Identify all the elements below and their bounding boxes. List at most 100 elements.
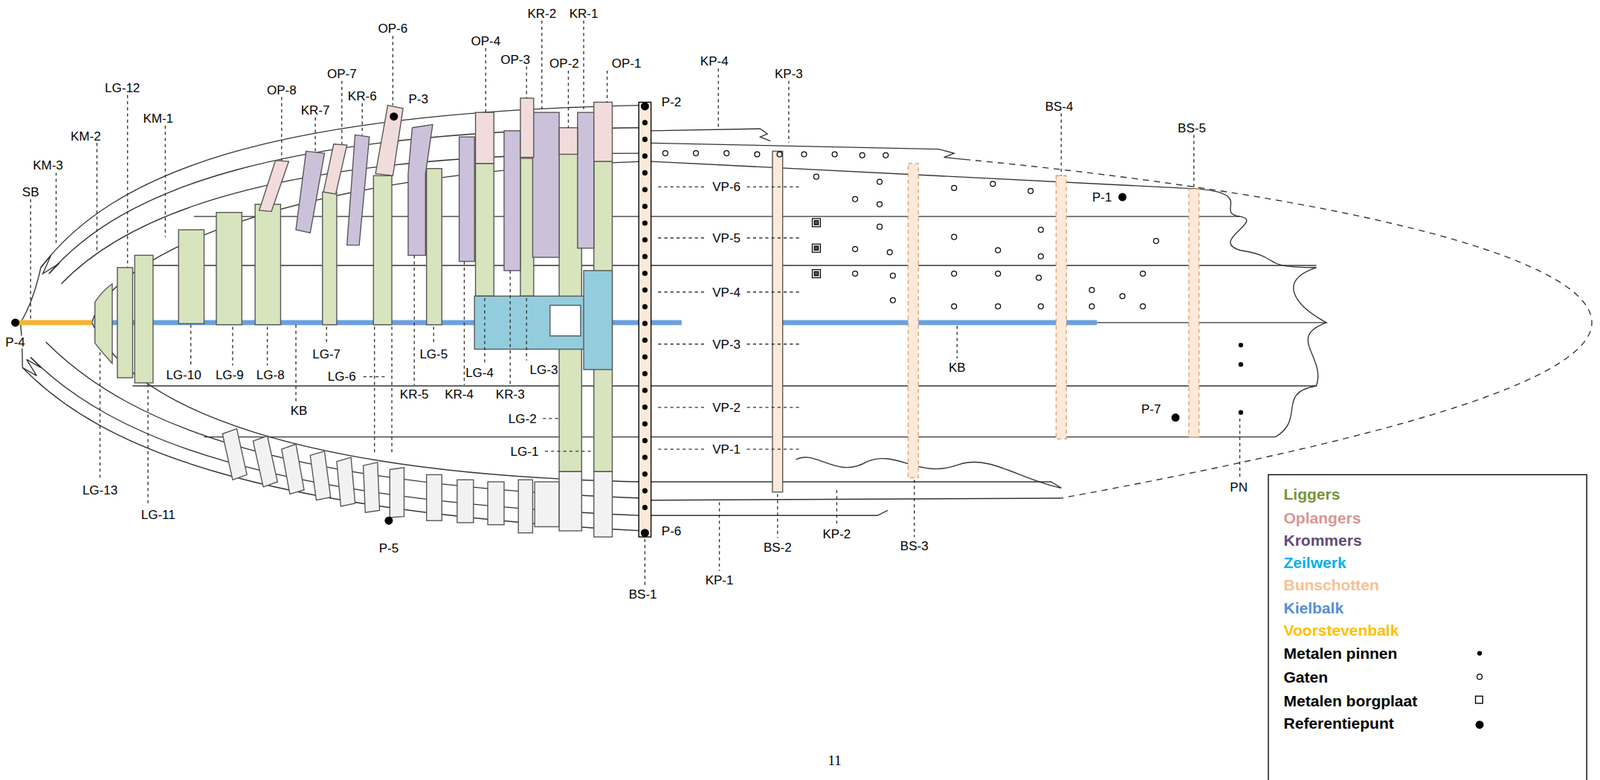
ligger-frame: [95, 284, 113, 364]
hole: [990, 181, 996, 187]
metal-pin: [1238, 342, 1244, 415]
metal-pin: [642, 471, 648, 477]
hole: [831, 151, 838, 157]
part-label: OP-3: [499, 52, 531, 66]
reference-point: [389, 112, 398, 121]
part-label: P-2: [660, 95, 682, 109]
locking-plate: [811, 218, 821, 227]
hole: [1140, 304, 1146, 310]
zeilwerk-part: [474, 270, 612, 370]
part-label: VP-5: [711, 231, 742, 244]
metal-pin: [642, 353, 648, 360]
part-label: BS-1: [628, 587, 658, 600]
locking-plate: [814, 246, 818, 250]
metal-pin: [1238, 410, 1244, 415]
page-number: 11: [827, 753, 843, 768]
reference-point: [640, 528, 650, 537]
part-label: VP-2: [711, 400, 742, 414]
part-label: LG-3: [529, 362, 560, 376]
legend-entry: Metalen borgplaat: [1284, 692, 1418, 708]
metal-pin: [642, 337, 648, 343]
zeilwerk-part: [474, 295, 585, 349]
ligger-frame: [178, 229, 204, 324]
legend-symbol: [1475, 695, 1484, 704]
part-label: LG-2: [507, 411, 538, 425]
reference-point: [11, 101, 1180, 537]
part-label: LG-6: [327, 370, 357, 383]
hull-line: [651, 385, 1317, 386]
metal-pin: [642, 455, 648, 461]
hole: [1037, 253, 1044, 259]
part-label: LG-12: [104, 81, 141, 95]
metal-pin: [642, 237, 648, 243]
legend-text: Metalen pinnen: [1284, 644, 1398, 662]
legend-swatch: Oplangers: [1284, 508, 1362, 526]
part-label: BS-5: [1176, 121, 1207, 134]
zeilwerk-opening: [550, 305, 581, 337]
part-label: BS-3: [899, 539, 930, 553]
metal-pin: [642, 286, 648, 293]
bunschot: [638, 101, 651, 537]
hull-line: [651, 264, 1317, 266]
ligger-frame: [475, 163, 495, 296]
part-label: KR-1: [568, 6, 600, 20]
hole: [951, 271, 957, 277]
hole: [883, 152, 889, 158]
hull-line: [651, 436, 1276, 438]
metal-pin: [1238, 342, 1244, 348]
hull-line: [651, 510, 888, 516]
part-label: VP-6: [711, 180, 742, 194]
krommer-frame: [504, 130, 521, 271]
metal-pin: [642, 404, 648, 410]
legend-text: Bunschotten: [1284, 576, 1380, 594]
hole: [852, 196, 858, 202]
metal-pin: [642, 253, 648, 259]
hull-line: [22, 367, 643, 531]
legend-swatch: Liggers: [1284, 485, 1341, 503]
krommer-frame: [347, 134, 370, 245]
metal-pin: [642, 437, 648, 444]
frame-end: [363, 462, 380, 513]
metal-pin: [642, 220, 648, 226]
hole: [889, 272, 896, 279]
legend-swatch: Voorstevenbalk: [1284, 620, 1400, 638]
frame-end: [222, 428, 247, 481]
part-label: P-6: [660, 524, 682, 537]
part-label: OP-4: [469, 34, 502, 47]
reference-point: [384, 516, 393, 525]
locking-plate: [811, 269, 821, 279]
hole: [852, 246, 858, 253]
bunschot: [772, 150, 783, 492]
metal-pin: [642, 119, 648, 125]
legend-entry: Kielbalk: [1284, 599, 1345, 615]
legend-entry: Bunschotten: [1284, 576, 1380, 593]
hull-line: [796, 457, 1062, 488]
hole: [1089, 304, 1095, 310]
legend-entry: Referentiepunt: [1284, 714, 1395, 731]
legend-entry: Zeilwerk: [1284, 554, 1347, 571]
hole: [995, 247, 1001, 253]
hole: [951, 185, 957, 191]
legend-text: Gaten: [1284, 667, 1329, 685]
reference-point: [11, 318, 20, 327]
frame-end: [426, 474, 443, 521]
hull-line: [651, 481, 1062, 488]
hole: [877, 179, 883, 185]
oplanger-frame: [594, 101, 613, 162]
oplanger-frame: [259, 160, 290, 212]
legend-text: Voorstevenbalk: [1284, 620, 1400, 638]
frame-end: [222, 428, 612, 537]
part-label: LG-11: [140, 507, 177, 521]
legend-text: Zeilwerk: [1284, 553, 1347, 572]
metal-pin: [642, 387, 648, 393]
oplanger-frame: [375, 105, 403, 177]
bunschot-dashed: [1055, 175, 1067, 439]
legend-symbol: [1477, 674, 1483, 680]
ligger-frame: [117, 267, 134, 378]
hole: [995, 271, 1001, 277]
zeilwerk-part: [583, 270, 612, 370]
locking-plate: [811, 243, 821, 253]
part-label: OP-7: [326, 66, 358, 80]
oplanger-frame: [475, 112, 495, 164]
frame-end: [594, 471, 613, 537]
